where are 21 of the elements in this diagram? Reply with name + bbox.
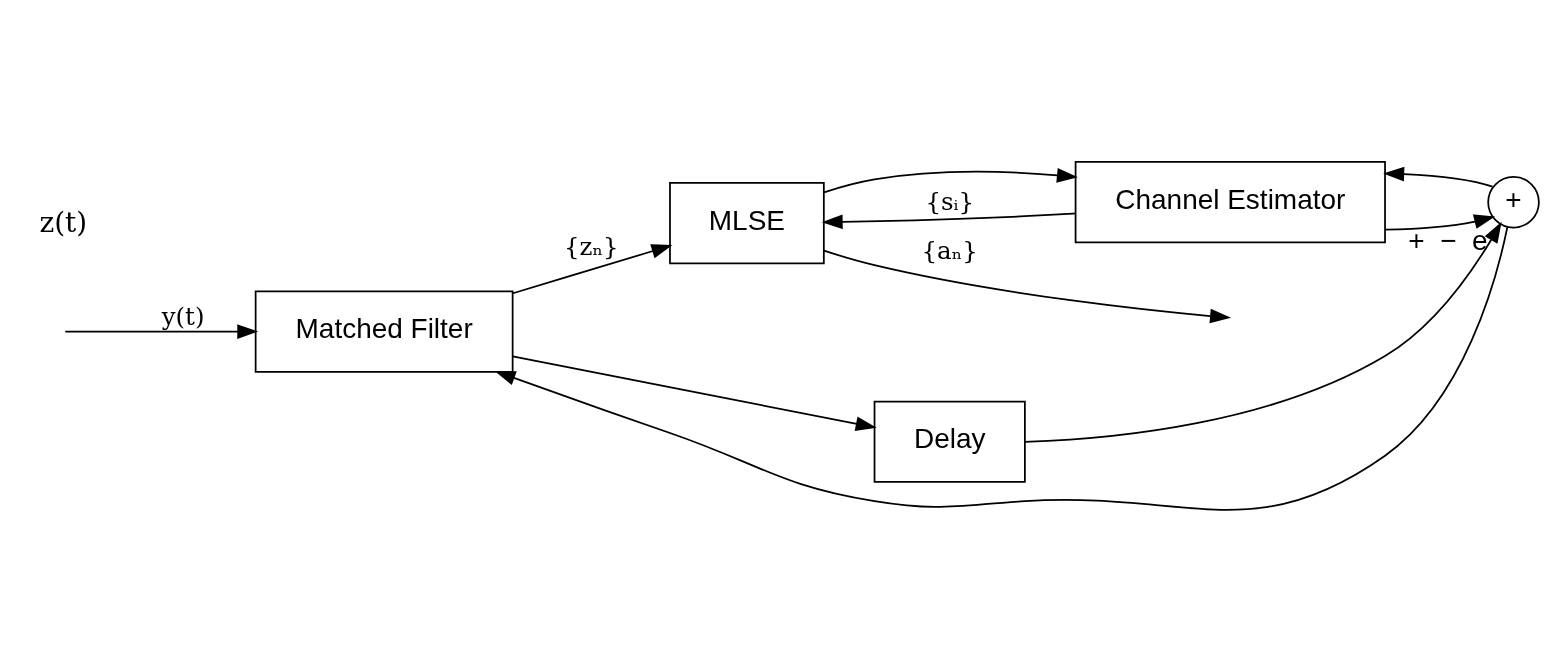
node-label: + − e (1408, 224, 1488, 256)
label: z(t) (39, 205, 88, 239)
edge-label: {zₙ} (564, 231, 619, 261)
node-box: Delay (873, 400, 1026, 483)
arrow (64, 323, 259, 339)
arrow (511, 355, 877, 431)
arrow (821, 212, 1076, 229)
arrow (823, 167, 1078, 193)
node-circle: + (1487, 175, 1540, 228)
arrow (494, 226, 1509, 510)
node-box: Matched Filter (254, 290, 514, 373)
arrow (512, 243, 673, 294)
node-box: Channel Estimator (1074, 160, 1386, 243)
arrow (823, 249, 1232, 323)
edge-label: {sᵢ} (925, 186, 975, 216)
arrow (1024, 221, 1502, 443)
edge-label: y(t) (161, 301, 205, 331)
arrow (1383, 166, 1494, 188)
arrow (1384, 214, 1496, 230)
edge-label: {aₙ} (921, 235, 978, 264)
node-box: MLSE (669, 181, 825, 264)
